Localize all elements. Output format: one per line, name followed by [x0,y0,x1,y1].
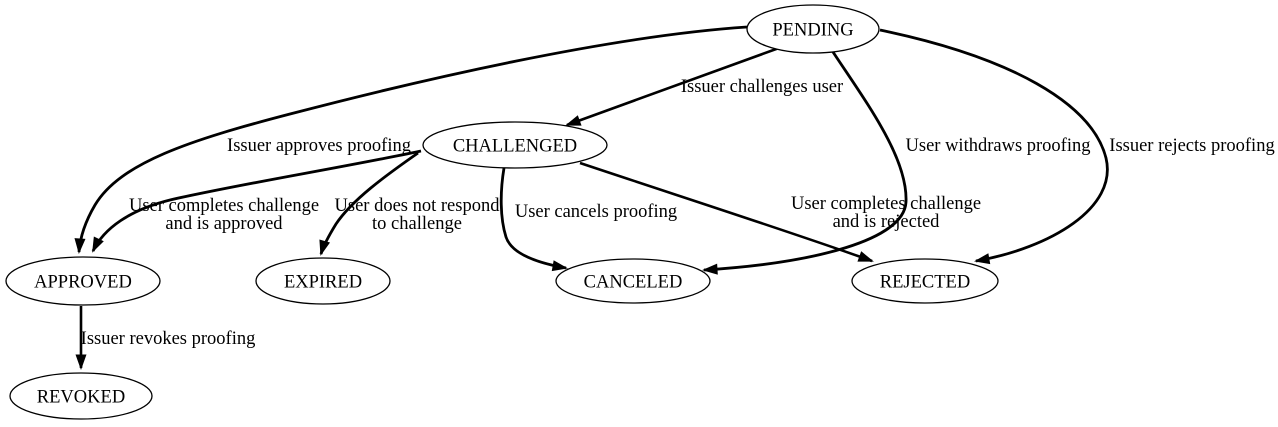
edge-label-user-cancels-proofing: User cancels proofing [515,202,677,222]
node-rejected-label: REJECTED [880,273,970,293]
node-pending-label: PENDING [772,21,853,41]
node-canceled-label: CANCELED [584,273,683,293]
edge-label-issuer-approves-proofing: Issuer approves proofing [227,136,411,156]
node-canceled-shape [555,258,711,304]
node-approved-label: APPROVED [34,273,132,293]
node-expired-shape [255,257,391,305]
edge-challenged-rejected: User completes challenge and is rejected [579,161,981,263]
edge-label-user-completes-challenge-approved-line2: and is approved [165,214,283,234]
node-revoked-label: REVOKED [37,388,125,408]
edge-challenged-approved: User completes challenge and is approved [91,149,422,253]
node-challenged: CHALLENGED [422,121,608,169]
node-approved: APPROVED [5,256,161,306]
edge-label-user-withdraws-proofing: User withdraws proofing [906,136,1091,156]
edge-challenged-expired: User does not respond to challenge [319,151,501,256]
node-pending: PENDING [746,4,880,54]
node-rejected-shape [851,258,999,304]
edge-label-user-completes-challenge-rejected-line2: and is rejected [833,212,941,232]
edge-label-user-does-not-respond-line1: User does not respond [335,196,501,216]
node-rejected: REJECTED [851,258,999,304]
edge-challenged-canceled: User cancels proofing [499,167,677,272]
edge-label-issuer-challenges-user: Issuer challenges user [681,77,843,97]
edge-pending-rejected: Issuer rejects proofing [879,28,1275,265]
node-canceled: CANCELED [555,258,711,304]
edge-pending-canceled: User withdraws proofing [702,51,1091,275]
edge-label-issuer-revokes-proofing: Issuer revokes proofing [81,329,256,349]
node-expired-label: EXPIRED [284,273,362,293]
edge-label-user-completes-challenge-rejected-line1: User completes challenge [791,194,981,214]
node-revoked: REVOKED [9,372,153,420]
edge-label-user-completes-challenge-approved-line1: User completes challenge [129,196,319,216]
node-expired: EXPIRED [255,257,391,305]
node-revoked-shape [9,372,153,420]
node-approved-shape [5,256,161,306]
edge-label-user-does-not-respond-line2: to challenge [372,214,462,234]
node-pending-shape [746,4,880,54]
edge-pending-challenged: Issuer challenges user [565,46,843,127]
edge-label-issuer-rejects-proofing: Issuer rejects proofing [1109,136,1274,156]
edge-pending-approved: Issuer approves proofing [74,25,748,254]
edge-approved-revoked: Issuer revokes proofing [75,306,256,370]
node-challenged-label: CHALLENGED [453,137,577,157]
node-challenged-shape [422,121,608,169]
